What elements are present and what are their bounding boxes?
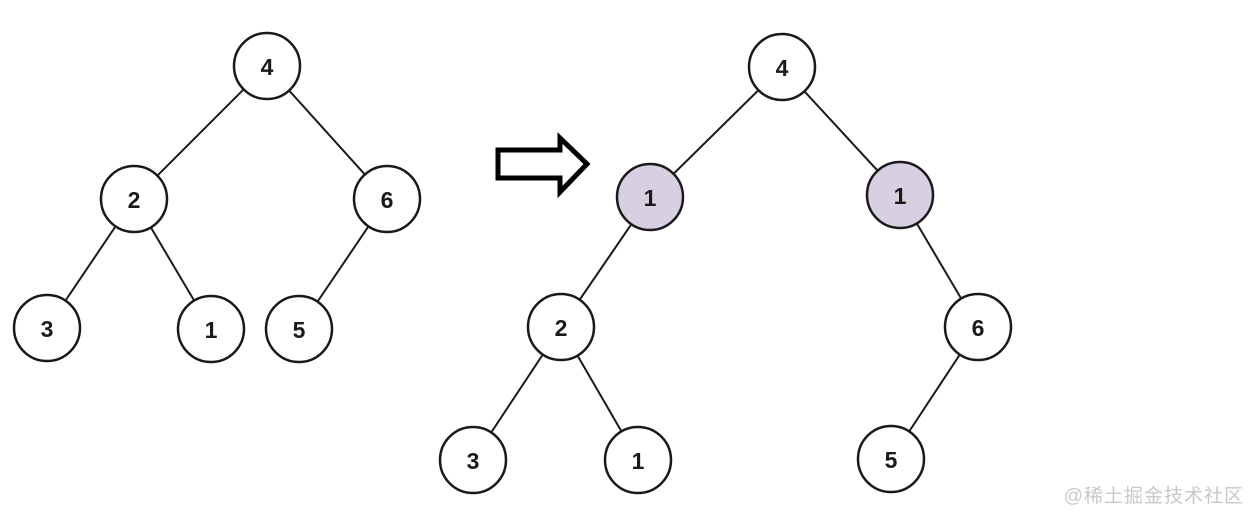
tree-node: 2	[99, 164, 169, 234]
tree-node: 3	[12, 293, 82, 363]
node-circle-highlighted	[865, 160, 935, 230]
tree-after: 4 1 1 2 6 3 1 5	[438, 32, 1013, 495]
node-label: 5	[885, 447, 898, 473]
tree-node: 1	[865, 160, 935, 230]
tree-node: 1	[603, 425, 673, 495]
node-label: 3	[467, 448, 480, 474]
transform-arrow-icon	[495, 132, 591, 199]
tree-node: 4	[232, 31, 302, 101]
node-circle	[12, 293, 82, 363]
node-circle-highlighted	[615, 162, 685, 232]
tree-node: 1	[176, 294, 246, 364]
node-label: 5	[293, 317, 306, 343]
node-label: 4	[261, 54, 274, 80]
node-label: 1	[205, 317, 218, 343]
node-circle	[603, 425, 673, 495]
node-circle	[176, 294, 246, 364]
tree-node: 1	[615, 162, 685, 232]
node-label: 2	[128, 187, 141, 213]
tree-before: 4 2 6 3 1 5	[12, 31, 422, 364]
node-circle	[232, 31, 302, 101]
node-label: 3	[41, 316, 54, 342]
tree-node: 5	[856, 424, 926, 494]
node-circle	[526, 292, 596, 362]
node-label: 1	[644, 185, 657, 211]
node-circle	[747, 32, 817, 102]
node-label: 4	[776, 55, 789, 81]
tree-node: 6	[943, 292, 1013, 362]
node-circle	[352, 164, 422, 234]
watermark: @稀土掘金技术社区	[1063, 486, 1244, 507]
node-circle	[943, 292, 1013, 362]
tree-node: 3	[438, 425, 508, 495]
node-label: 6	[381, 187, 394, 213]
tree-node: 4	[747, 32, 817, 102]
node-label: 1	[632, 448, 645, 474]
node-circle	[856, 424, 926, 494]
node-label: 6	[972, 315, 985, 341]
node-label: 1	[894, 183, 907, 209]
tree-node: 6	[352, 164, 422, 234]
node-circle	[99, 164, 169, 234]
tree-node: 2	[526, 292, 596, 362]
node-label: 2	[555, 315, 568, 341]
node-circle	[438, 425, 508, 495]
tree-node: 5	[264, 294, 334, 364]
node-circle	[264, 294, 334, 364]
